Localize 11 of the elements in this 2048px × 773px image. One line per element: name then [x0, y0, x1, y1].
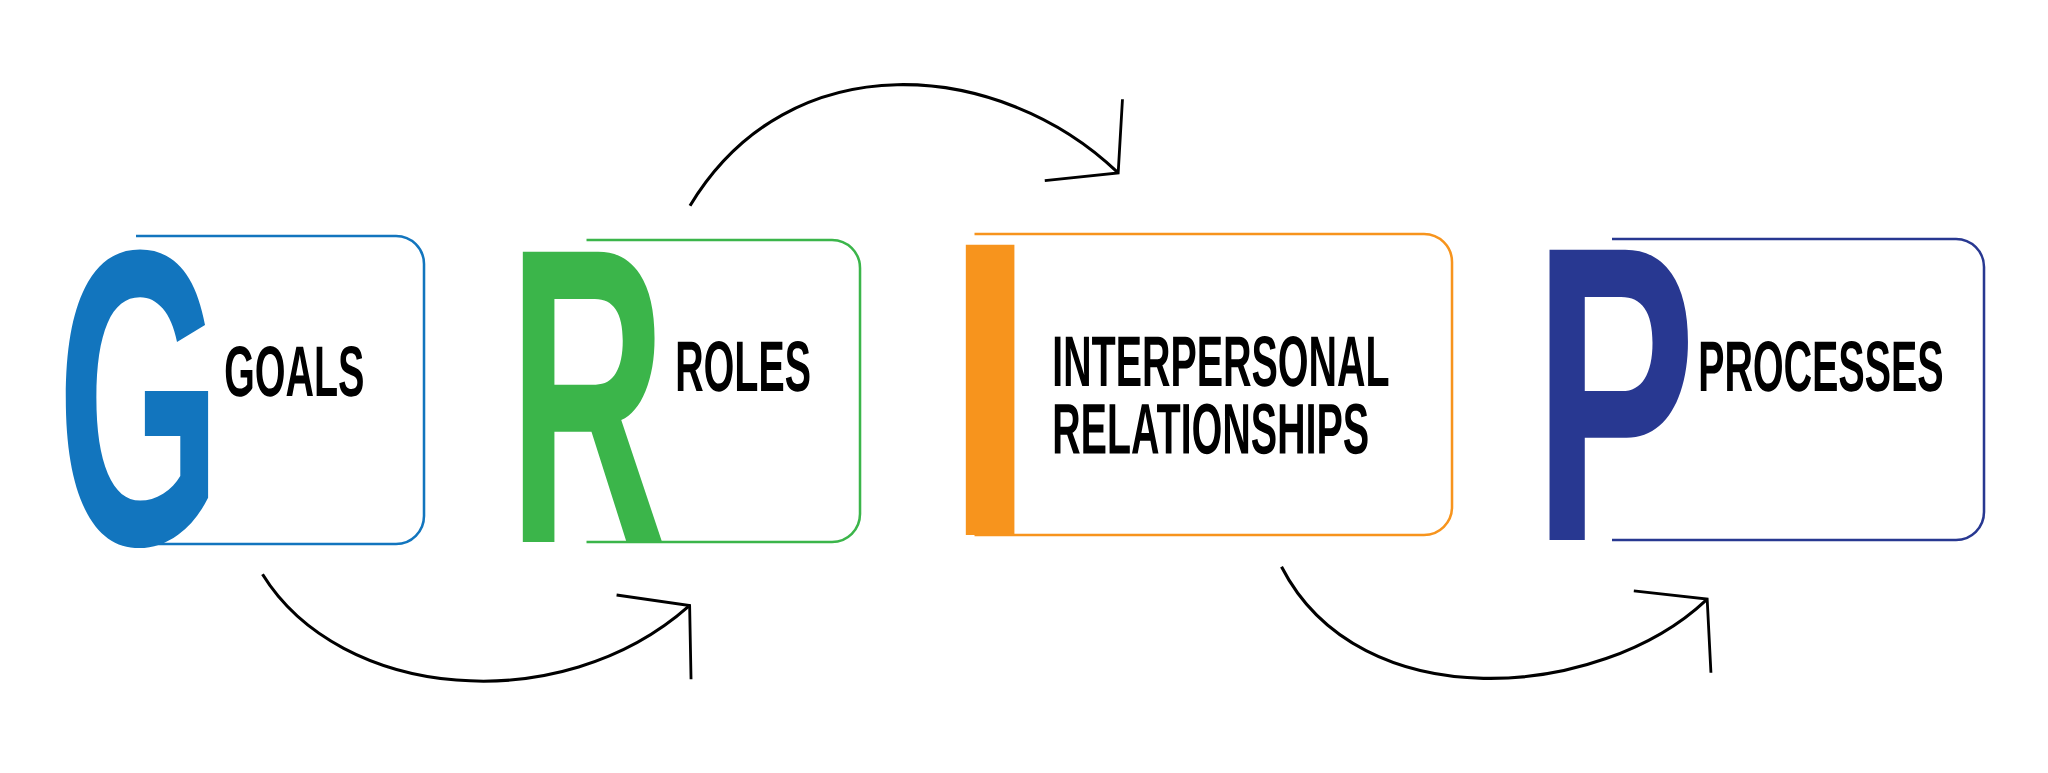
initial-letter: I	[965, 244, 1015, 535]
initial-letter: G	[65, 249, 209, 549]
initial-letter: P	[1549, 249, 1688, 540]
heading-text: INTERPERSONAL RELATIONSHIPS	[1054, 335, 1389, 455]
curved-arrow	[261, 573, 693, 683]
heading-text: PROCESSES	[1700, 340, 1943, 392]
heading-text: GOALS	[225, 345, 363, 397]
curved-arrow	[688, 83, 1124, 207]
initial-letter: R	[522, 251, 663, 542]
curved-arrow	[1280, 565, 1713, 680]
heading-text: ROLES	[677, 340, 810, 392]
